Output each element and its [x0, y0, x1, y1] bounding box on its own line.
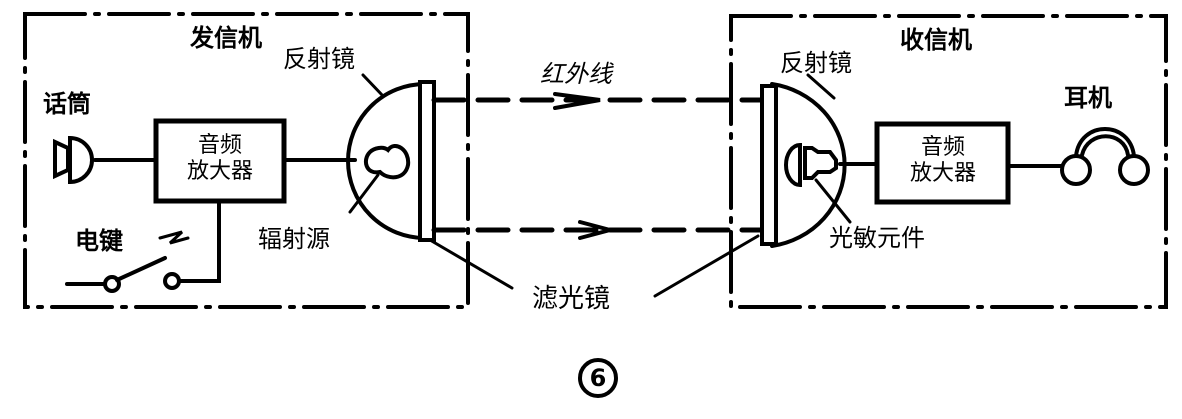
- receiver-title: 收信机: [900, 26, 972, 54]
- transmitter-amplifier-line1: 音频: [197, 133, 242, 158]
- receiver-amplifier-label: 音频 放大器: [882, 135, 1004, 187]
- receiver-amplifier-box: [874, 121, 1011, 205]
- earphones-label: 耳机: [1064, 84, 1112, 112]
- microphone-label: 话筒: [43, 90, 91, 118]
- transmitter-reflector-icon: [346, 73, 436, 242]
- receiver-frame: [729, 14, 1168, 309]
- photosensitive-element-label: 光敏元件: [829, 224, 925, 252]
- transmitter-frame: [23, 12, 470, 309]
- receiver-reflector-icon: [760, 73, 852, 248]
- telegraph-key-label: 电键: [75, 227, 123, 255]
- radiation-source-label: 辐射源: [258, 225, 330, 253]
- beam-arrow-icon: [553, 92, 618, 240]
- infrared-label: 红外线: [540, 60, 612, 88]
- telegraph-key-icon: [65, 230, 190, 293]
- receiver-amplifier-line1: 音频: [920, 135, 965, 160]
- infrared-beam-lines: [431, 97, 765, 233]
- receiver-amplifier-line2: 放大器: [909, 161, 976, 186]
- transmitter-reflector-label: 反射镜: [283, 45, 355, 73]
- transmitter-amplifier-line2: 放大器: [186, 159, 253, 184]
- transmitter-title: 发信机: [190, 24, 262, 52]
- transmitter-amplifier-label: 音频 放大器: [160, 133, 280, 185]
- figure-number-badge: 6: [578, 358, 618, 398]
- receiver-reflector-label: 反射镜: [780, 49, 852, 77]
- filter-label: 滤光镜: [532, 284, 611, 314]
- earphones-icon: [1060, 127, 1150, 186]
- microphone-icon: [53, 135, 94, 185]
